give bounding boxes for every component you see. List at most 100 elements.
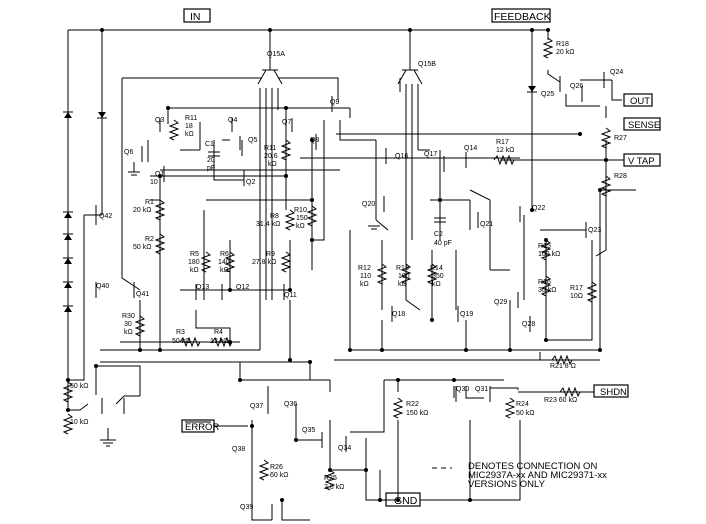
label-q3: Q3 — [155, 117, 164, 124]
label-r1-value: 20 kΩ — [133, 207, 151, 214]
label-q15b: Q15B — [418, 61, 436, 68]
svg-text:SENSE: SENSE — [628, 120, 660, 131]
label-r11-top-v2: kΩ — [185, 131, 194, 138]
label-r9: R9 — [266, 251, 275, 258]
transistor-symbols — [95, 69, 605, 520]
label-r2: R2 — [145, 236, 154, 243]
label-r21: R21 8 Ω — [550, 363, 576, 370]
pin-out: OUT — [623, 93, 653, 107]
label-q13: Q13 — [196, 284, 209, 291]
label-q26: Q26 — [570, 83, 583, 90]
label-r16: R16 — [538, 279, 551, 286]
label-r12-v1: 110 — [360, 273, 371, 280]
label-r30-v1: 30 — [124, 321, 132, 328]
label-c2: C2 — [434, 231, 443, 238]
svg-text:GND: GND — [394, 495, 418, 507]
label-q14: Q14 — [464, 145, 477, 152]
label-q19: Q19 — [460, 311, 473, 318]
label-r25-value: 2.8 kΩ — [324, 484, 344, 491]
label-c1-unit: pF — [207, 165, 215, 172]
svg-text:OUT: OUT — [630, 96, 650, 107]
label-r-50k: 50 kΩ — [70, 383, 88, 390]
label-r24-value: 50 kΩ — [516, 410, 534, 417]
label-r11-mid-v2: kΩ — [268, 161, 277, 168]
label-r4: R4 — [214, 329, 223, 336]
label-q2: Q2 — [246, 179, 255, 186]
label-r13-v2: kΩ — [398, 281, 407, 288]
label-q15a: Q15A — [267, 51, 285, 58]
svg-text:ERROR: ERROR — [185, 422, 219, 433]
label-r-10k: 10 kΩ — [70, 419, 88, 426]
label-r28-top: R28 — [614, 173, 627, 180]
label-r17-top-value: 12 kΩ — [496, 147, 514, 154]
label-q9: Q9 — [330, 99, 339, 106]
label-r2-value: 50 kΩ — [133, 244, 151, 251]
zener-diode-string — [63, 86, 537, 312]
pin-sense: SENSE — [623, 117, 661, 131]
label-c1-value: 20 — [207, 157, 215, 164]
label-r17-right: R17 — [570, 285, 583, 292]
label-q35: Q35 — [302, 427, 315, 434]
svg-text:FEEDBACK: FEEDBACK — [494, 11, 551, 23]
svg-text:SHDN: SHDN — [600, 387, 627, 398]
label-r26-value: 60 kΩ — [270, 472, 288, 479]
label-r22-value: 150 kΩ — [406, 410, 428, 417]
label-r6-v2: kΩ — [220, 267, 229, 274]
label-r18: R18 — [556, 41, 569, 48]
label-c2-value: 40 pF — [434, 240, 452, 247]
label-r26: R26 — [270, 464, 283, 471]
label-r16-value: 30 kΩ — [538, 287, 556, 294]
label-q12: Q12 — [236, 284, 249, 291]
label-r25: R25 — [324, 475, 337, 482]
label-r6: R6 — [220, 251, 229, 258]
label-r11-top: R11 — [185, 115, 197, 122]
label-q5: Q5 — [248, 137, 257, 144]
label-r11-mid-v1: 20.6 — [264, 153, 278, 160]
label-q28: Q28 — [522, 321, 535, 328]
label-r3: R3 — [176, 329, 185, 336]
label-q25: Q25 — [541, 91, 554, 98]
label-r18-value: 20 kΩ — [556, 49, 574, 56]
label-r22: R22 — [406, 401, 419, 408]
label-r3-value: 50 kΩ — [172, 338, 190, 345]
label-q11: Q11 — [284, 292, 297, 299]
label-q34: Q34 — [338, 445, 351, 452]
label-q24: Q24 — [610, 69, 623, 76]
label-r24: R24 — [516, 401, 529, 408]
label-r12-v2: kΩ — [360, 281, 369, 288]
wiring — [67, 30, 636, 521]
label-q39: Q39 — [240, 504, 253, 511]
pin-error: ERROR — [181, 419, 219, 433]
label-r8: R8 — [270, 213, 279, 220]
label-q18: Q18 — [392, 311, 405, 318]
note-line-1: DENOTES CONNECTION ON — [468, 461, 597, 472]
label-q8: Q8 — [310, 137, 319, 144]
pin-shdn: SHDN — [593, 384, 629, 398]
label-r10-v1: 150 — [296, 215, 308, 222]
resistor-symbols — [62, 37, 612, 491]
label-q17: Q17 — [424, 151, 437, 158]
label-r9-value: 27.8 kΩ — [252, 259, 276, 266]
label-r17-top: R17 — [496, 139, 509, 146]
label-r12: R12 — [358, 265, 371, 272]
label-q31: Q31 — [475, 386, 488, 393]
label-q22: Q22 — [532, 205, 545, 212]
label-c1: C1 — [205, 141, 214, 148]
label-r5-v1: 180 — [188, 259, 200, 266]
label-r10-v2: kΩ — [296, 223, 305, 230]
label-r5: R5 — [190, 251, 199, 258]
junction-dots — [66, 28, 608, 502]
label-q29: Q29 — [494, 299, 507, 306]
svg-text:V TAP: V TAP — [628, 156, 655, 167]
label-q41: Q41 — [136, 291, 149, 298]
label-q23: Q23 — [588, 227, 601, 234]
label-r30: R30 — [122, 313, 135, 320]
note-line-3: VERSIONS ONLY — [468, 479, 546, 490]
label-r15-value: 100 kΩ — [538, 251, 560, 258]
label-r17-right-value: 10Ω — [570, 293, 583, 300]
label-r11-mid: R11 — [264, 145, 276, 152]
label-q40: Q40 — [96, 283, 109, 290]
label-q1-ratio: 10 — [150, 179, 158, 186]
capacitor-symbols — [208, 151, 446, 223]
label-q21: Q21 — [480, 221, 493, 228]
